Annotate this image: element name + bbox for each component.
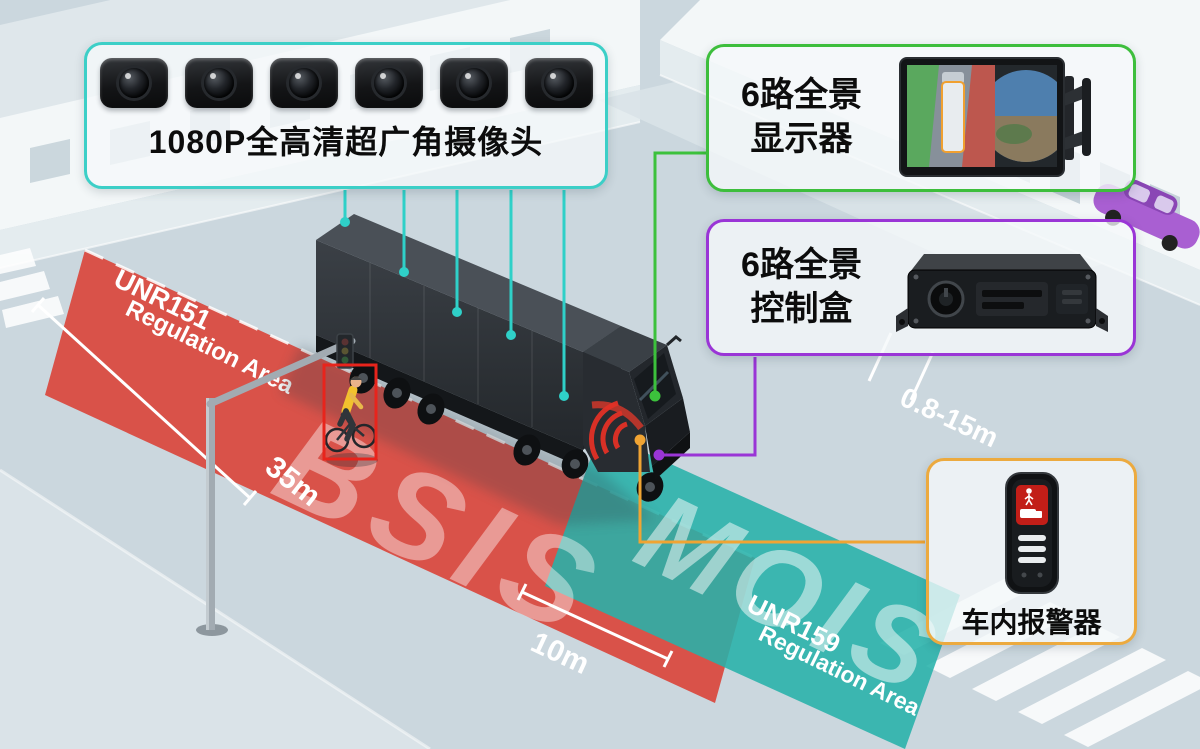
controller-label-line2: 控制盒 [750,289,853,328]
cyclist [322,363,378,467]
monitor-device [899,57,1091,177]
camera-lens-icon [203,68,234,98]
camera-callout: 1080P全高清超广角摄像头 [84,42,608,189]
crosswalk-left [0,248,64,328]
controller-callout-label: 6路全景 控制盒 [709,244,894,331]
detection-box [322,363,378,461]
camera-lens-icon [118,68,149,98]
controller-callout: 6路全景 控制盒 [706,219,1136,356]
camera-icon [184,58,253,108]
camera-icon [439,58,508,108]
camera-lens-icon [288,68,319,98]
camera-row [87,58,605,108]
camera-icon [99,58,168,108]
alarm-device [1004,472,1059,594]
camera-lens-icon [543,68,574,98]
connector-lines [340,151,925,544]
camera-lens-icon [373,68,404,98]
controller-device [896,253,1108,332]
camera-callout-label: 1080P全高清超广角摄像头 [148,124,544,160]
monitor-callout: 6路全景 显示器 [706,44,1136,192]
controller-label-line1: 6路全景 [741,245,862,284]
alarm-callout: 车内报警器 [926,458,1137,645]
traffic-light [196,333,356,636]
camera-icon [354,58,423,108]
measurement-range-label: 0.8-15m [895,381,1003,453]
monitor-label-line2: 显示器 [750,120,853,158]
monitor-label-line1: 6路全景 [741,76,862,115]
camera-icon [269,58,338,108]
alarm-callout-label: 车内报警器 [961,607,1102,638]
camera-lens-icon [458,68,489,98]
measurement-10m [516,583,674,668]
truck [280,214,690,525]
radar-waves [588,400,628,461]
monitor-callout-label: 6路全景 显示器 [709,74,894,161]
mois-zone [545,432,960,749]
camera-icon [524,58,593,108]
